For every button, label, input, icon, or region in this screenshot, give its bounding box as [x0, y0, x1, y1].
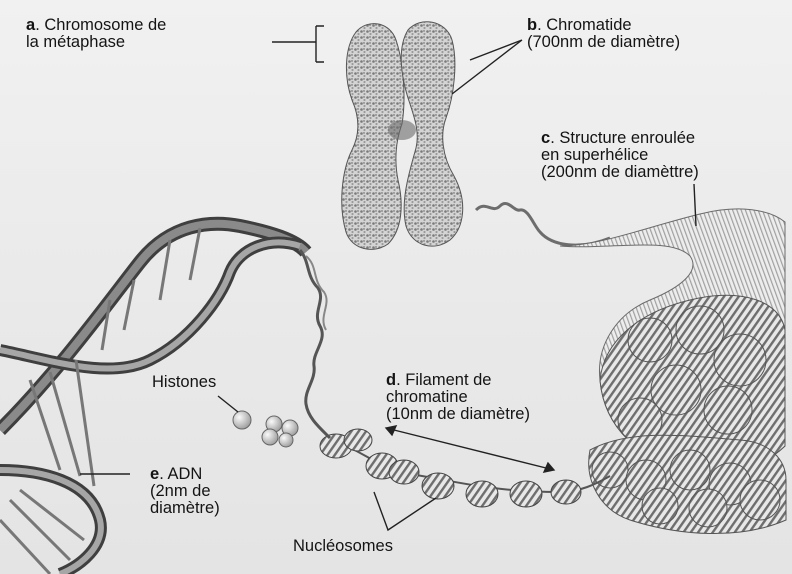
label-d-line1: . Filament de [396, 371, 491, 389]
label-a-metaphase-chromosome: a. Chromosome de la métaphase [26, 17, 166, 51]
label-e-line3: diamètre) [150, 499, 220, 517]
metaphase-chromosome [342, 22, 463, 250]
label-b-line1: . Chromatide [537, 16, 631, 34]
pointer-histones [218, 396, 238, 412]
label-e-dna: e. ADN (2nm de diamètre) [150, 466, 220, 517]
superhelix-coil [560, 209, 785, 475]
pointer-a-bracket [272, 26, 324, 62]
label-c-line3: (200nm de diamèttre) [541, 163, 699, 181]
label-d-line3: (10nm de diamètre) [386, 405, 530, 423]
label-c-line1: . Structure enroulée [550, 129, 695, 147]
label-b-key: b [527, 16, 537, 34]
label-a-line2: la métaphase [26, 33, 125, 51]
label-c-key: c [541, 129, 550, 147]
label-e-key: e [150, 465, 159, 483]
pointer-d-arrowhead-left [386, 426, 396, 435]
pointer-nucleosomes [374, 492, 436, 530]
label-d-key: d [386, 371, 396, 389]
label-c-line2: en superhélice [541, 146, 648, 164]
label-c-superhelix: c. Structure enroulée en superhélice (20… [541, 130, 699, 181]
label-a-key: a [26, 16, 35, 34]
label-histones: Histones [152, 374, 216, 391]
label-nucleosomes: Nucléosomes [293, 538, 393, 555]
free-histones [233, 411, 298, 447]
chromatin-connector-fibre [476, 204, 610, 246]
chromatin-fibre-tail [589, 435, 786, 533]
label-b-chromatid: b. Chromatide (700nm de diamètre) [527, 17, 680, 51]
label-a-line1: . Chromosome de [35, 16, 166, 34]
label-e-line1: . ADN [159, 465, 202, 483]
label-e-line2: (2nm de [150, 482, 211, 500]
label-b-line2: (700nm de diamètre) [527, 33, 680, 51]
pointer-d-arrowhead-right [544, 463, 554, 472]
label-d-line2: chromatine [386, 388, 468, 406]
nucleosome-string [320, 429, 610, 507]
dna-double-helix [0, 224, 330, 574]
label-d-chromatin-filament: d. Filament de chromatine (10nm de diamè… [386, 372, 530, 423]
pointer-b [452, 40, 522, 94]
